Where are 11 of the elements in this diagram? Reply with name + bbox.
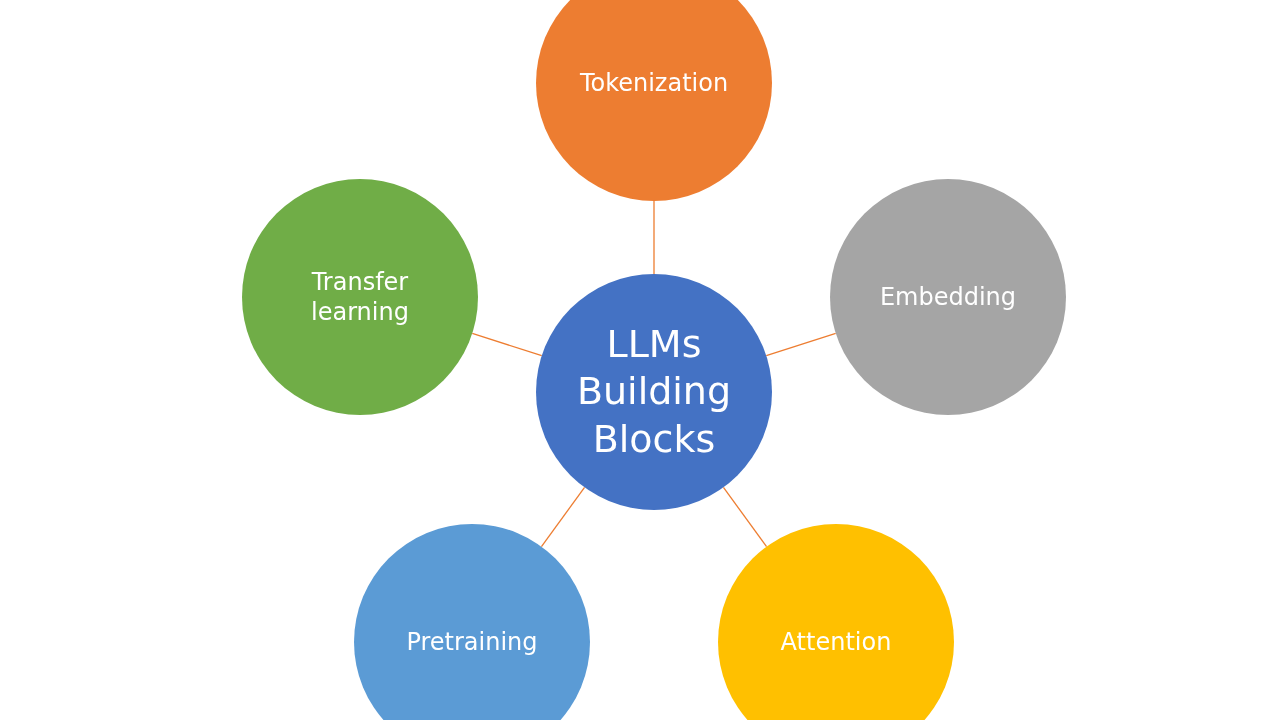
connector-line [471,332,543,357]
connector-line [540,486,586,548]
node-label: LLMs Building Blocks [575,320,733,463]
connector-line [653,200,655,275]
node-label: Tokenization [579,68,729,98]
connector-line [722,486,768,548]
connector-line [765,332,837,357]
node-label: Attention [780,627,892,657]
node-label: Pretraining [406,627,538,657]
node-label: Embedding [879,282,1017,312]
node-label: Transfer learning [310,267,410,327]
